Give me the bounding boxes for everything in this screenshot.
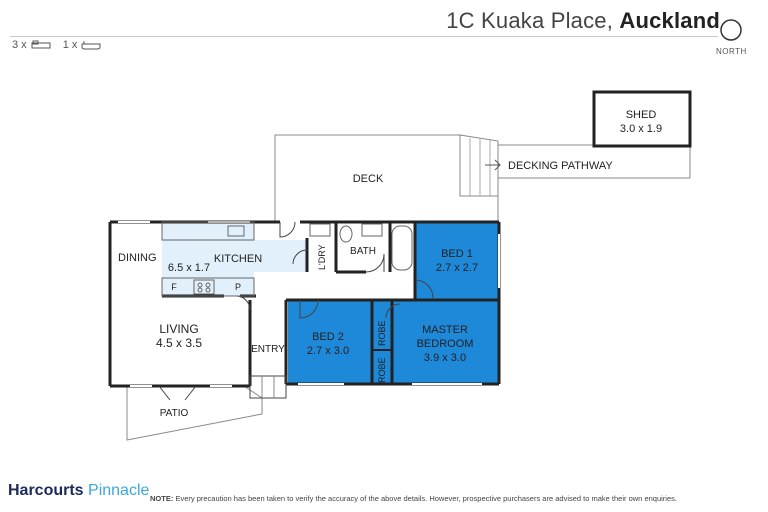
header-divider xyxy=(10,36,718,37)
city: Auckland xyxy=(619,8,720,33)
deck-label: DECK xyxy=(353,173,384,185)
note-text: Every precaution has been taken to verif… xyxy=(175,494,677,503)
kitchen-counter xyxy=(161,277,255,297)
brand-logo: Harcourts Pinnacle xyxy=(8,482,149,500)
decking-steps xyxy=(459,134,499,197)
bed2-fill xyxy=(288,300,372,384)
shed-walls xyxy=(592,90,692,148)
master-label: MASTER xyxy=(422,324,468,336)
note-label: NOTE: xyxy=(150,494,174,503)
page-title: 1C Kuaka Place, Auckland xyxy=(446,8,720,34)
living-dims: 4.5 x 3.5 xyxy=(156,336,202,350)
bed2-label: BED 2 xyxy=(312,331,344,343)
kitchen-label: KITCHEN xyxy=(214,253,262,265)
living-label: LIVING xyxy=(159,322,198,336)
bathtub xyxy=(391,225,413,271)
master-fill xyxy=(392,300,499,384)
basin xyxy=(361,223,383,237)
room-counts: 3 x 1 x xyxy=(12,39,101,51)
toilet xyxy=(339,225,353,243)
bed1-label: BED 1 xyxy=(441,248,473,260)
kitchen-bench xyxy=(161,221,255,241)
disclaimer: NOTE: Every precaution has been taken to… xyxy=(150,494,677,503)
kitchen-dims: 6.5 x 1.7 xyxy=(168,262,210,274)
bath-label: BATH xyxy=(350,246,376,257)
patio-outline xyxy=(126,385,263,441)
bed1-dims: 2.7 x 2.7 xyxy=(436,262,478,274)
bed1-fill xyxy=(415,222,499,300)
brand-sub: Pinnacle xyxy=(88,482,150,499)
kitchen-corridor-fill xyxy=(254,240,306,272)
bath-count: 1 x xyxy=(62,39,78,51)
robe-fill xyxy=(372,300,392,384)
laundry-tub xyxy=(309,223,331,237)
north-compass: NORTH xyxy=(716,18,746,56)
address: 1C Kuaka Place, xyxy=(446,8,614,33)
deck-outline xyxy=(274,134,499,222)
robe-label-lower: ROBE xyxy=(377,357,387,383)
entry-label: ENTRY xyxy=(251,344,285,355)
bed2-dims: 2.7 x 3.0 xyxy=(307,345,349,357)
kitchen-sink xyxy=(227,225,245,237)
pathway-arrow xyxy=(485,159,501,171)
brand-name: Harcourts xyxy=(8,482,84,499)
shed-label: SHED xyxy=(626,109,657,121)
bed-count: 3 x xyxy=(12,39,27,51)
fridge-label: F xyxy=(171,282,177,292)
dining-label: DINING xyxy=(118,252,157,264)
bed-icon xyxy=(31,40,51,49)
master-dims: 3.9 x 3.0 xyxy=(424,352,466,364)
master-label-2: BEDROOM xyxy=(417,338,474,350)
pantry-label: P xyxy=(235,282,241,292)
laundry-label: L'DRY xyxy=(317,244,327,270)
robe-label-upper: ROBE xyxy=(377,320,387,346)
cooktop xyxy=(193,279,215,295)
decking-pathway-label: DECKING PATHWAY xyxy=(508,160,613,172)
compass-icon xyxy=(720,19,742,41)
north-label: NORTH xyxy=(716,47,747,56)
shed-dims: 3.0 x 1.9 xyxy=(620,123,662,135)
patio-label: PATIO xyxy=(160,408,189,419)
bath-icon xyxy=(81,41,101,50)
entry-steps xyxy=(249,375,287,399)
